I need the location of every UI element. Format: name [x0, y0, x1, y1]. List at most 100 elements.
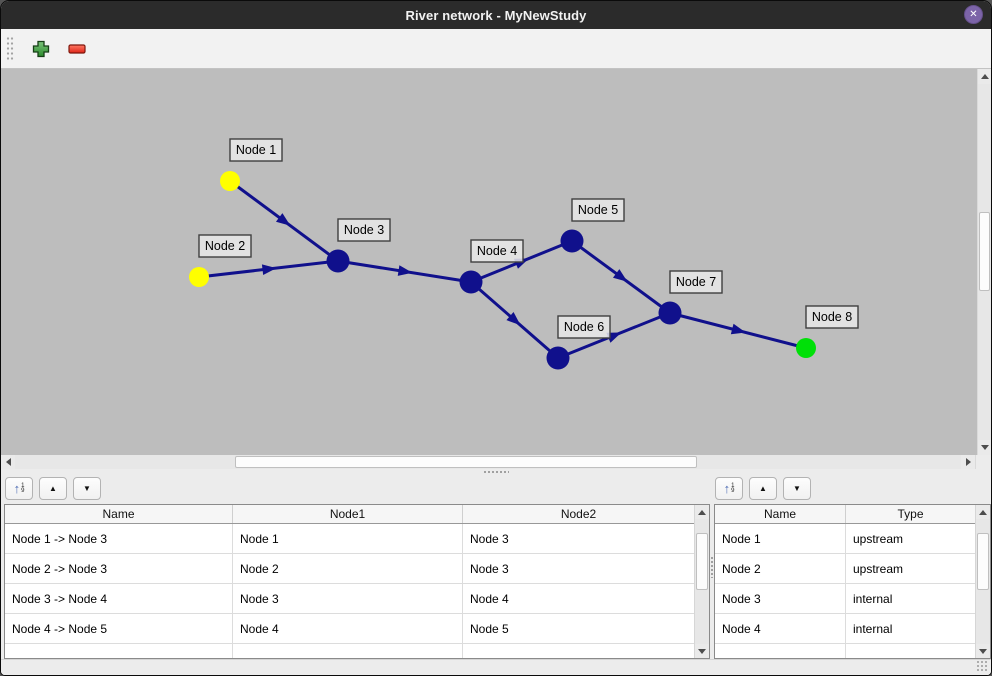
- svg-text:Node 1: Node 1: [236, 143, 276, 157]
- titlebar[interactable]: River network - MyNewStudy ✕: [1, 1, 991, 29]
- table-row[interactable]: Node 3 internal: [715, 584, 990, 614]
- node-label[interactable]: Node 6: [557, 315, 611, 339]
- scroll-down-icon: [698, 648, 706, 654]
- sort-icon: ↑: [723, 481, 731, 496]
- table-row[interactable]: Node 2 upstream: [715, 554, 990, 584]
- canvas-table-splitter[interactable]: [1, 469, 991, 474]
- node-label[interactable]: Node 8: [805, 305, 859, 329]
- table-cell[interactable]: Node 4: [715, 614, 846, 643]
- node-circle[interactable]: [560, 229, 584, 253]
- table-cell[interactable]: Node 2 -> Node 3: [5, 554, 233, 583]
- table-cell[interactable]: Node 2: [233, 554, 463, 583]
- node-label[interactable]: Node 1: [229, 138, 283, 162]
- table-cell[interactable]: Node 1: [715, 524, 846, 553]
- table-cell[interactable]: Node 1: [233, 524, 463, 553]
- table-cell[interactable]: Node 2: [715, 554, 846, 583]
- scroll-track[interactable]: [976, 519, 990, 644]
- node-label[interactable]: Node 2: [198, 234, 252, 258]
- scroll-up-button[interactable]: [976, 505, 990, 519]
- table-cell[interactable]: Node 3: [470, 561, 509, 576]
- scroll-left-button[interactable]: [1, 455, 15, 469]
- table-cell[interactable]: Node 1 -> Node 3: [5, 524, 233, 553]
- scroll-track[interactable]: [695, 519, 709, 644]
- move-up-button[interactable]: ▲: [39, 477, 67, 500]
- node-label[interactable]: Node 3: [337, 218, 391, 242]
- table-cell[interactable]: upstream: [853, 531, 904, 546]
- scroll-up-button[interactable]: [695, 505, 709, 519]
- table-cell[interactable]: [233, 644, 463, 658]
- move-down-button[interactable]: ▼: [783, 477, 811, 500]
- panels-splitter[interactable]: [710, 474, 714, 659]
- scrollbar-corner: [975, 455, 991, 469]
- resize-grip[interactable]: [976, 660, 987, 671]
- column-header[interactable]: Node1: [233, 505, 463, 523]
- table-vertical-scrollbar[interactable]: [975, 505, 990, 658]
- table-row[interactable]: Node 4 internal: [715, 614, 990, 644]
- table-cell[interactable]: [5, 644, 233, 658]
- table-vertical-scrollbar[interactable]: [694, 505, 709, 658]
- scroll-thumb[interactable]: [696, 533, 708, 590]
- move-up-button[interactable]: ▲: [749, 477, 777, 500]
- column-header[interactable]: Name: [715, 505, 846, 523]
- node-label[interactable]: Node 5: [571, 198, 625, 222]
- table-cell[interactable]: [846, 644, 975, 658]
- node-circle[interactable]: [189, 267, 209, 287]
- scroll-down-button[interactable]: [695, 644, 709, 658]
- table-row[interactable]: Node 1 upstream: [715, 524, 990, 554]
- remove-button[interactable]: [66, 41, 88, 57]
- scroll-thumb[interactable]: [235, 456, 697, 468]
- table-cell[interactable]: Node 4: [233, 614, 463, 643]
- table-row[interactable]: [5, 644, 709, 658]
- table-cell[interactable]: internal: [853, 621, 893, 636]
- table-cell[interactable]: internal: [853, 591, 893, 606]
- scroll-track[interactable]: [978, 84, 991, 440]
- table-cell[interactable]: Node 3: [233, 584, 463, 613]
- table-cell[interactable]: Node 3: [715, 584, 846, 613]
- table-cell[interactable]: Node 3: [470, 531, 509, 546]
- move-down-button[interactable]: ▼: [73, 477, 101, 500]
- node-circle[interactable]: [546, 346, 570, 370]
- node-label[interactable]: Node 7: [669, 270, 723, 294]
- table-cell[interactable]: Node 3 -> Node 4: [5, 584, 233, 613]
- svg-text:Node 7: Node 7: [676, 275, 716, 289]
- table-cell[interactable]: Node 4: [470, 591, 509, 606]
- column-header[interactable]: Name: [5, 505, 233, 523]
- table-cell[interactable]: [463, 644, 694, 658]
- table-row[interactable]: [715, 644, 990, 658]
- scroll-right-button[interactable]: [961, 455, 975, 469]
- scroll-thumb[interactable]: [979, 212, 990, 291]
- river-network-canvas[interactable]: Node 1 Node 2 Node 3 Node 4 Node 5 Node 6 Node…: [1, 69, 977, 455]
- canvas-vertical-scrollbar[interactable]: [977, 69, 991, 455]
- scroll-down-button[interactable]: [976, 644, 990, 658]
- toolbar-drag-handle[interactable]: [6, 35, 14, 62]
- scroll-track[interactable]: [15, 455, 961, 469]
- scroll-up-button[interactable]: [978, 69, 991, 84]
- down-arrow-icon: ▼: [793, 484, 801, 493]
- close-button[interactable]: ✕: [964, 5, 983, 24]
- table-cell[interactable]: upstream: [853, 561, 904, 576]
- add-button[interactable]: [30, 38, 52, 60]
- node-circle[interactable]: [326, 249, 350, 273]
- node-circle[interactable]: [796, 338, 816, 358]
- node-label[interactable]: Node 4: [470, 239, 524, 263]
- column-header[interactable]: Node2: [560, 507, 597, 521]
- node-circle[interactable]: [459, 270, 483, 294]
- table-cell[interactable]: Node 4 -> Node 5: [5, 614, 233, 643]
- column-header[interactable]: Type: [897, 507, 924, 521]
- table-cell[interactable]: Node 5: [470, 621, 509, 636]
- node-circle[interactable]: [220, 171, 240, 191]
- canvas-horizontal-scrollbar[interactable]: [1, 455, 991, 469]
- scroll-thumb[interactable]: [977, 533, 989, 590]
- node-circle[interactable]: [658, 301, 682, 325]
- table-cell[interactable]: [715, 644, 846, 658]
- scroll-down-button[interactable]: [978, 440, 991, 455]
